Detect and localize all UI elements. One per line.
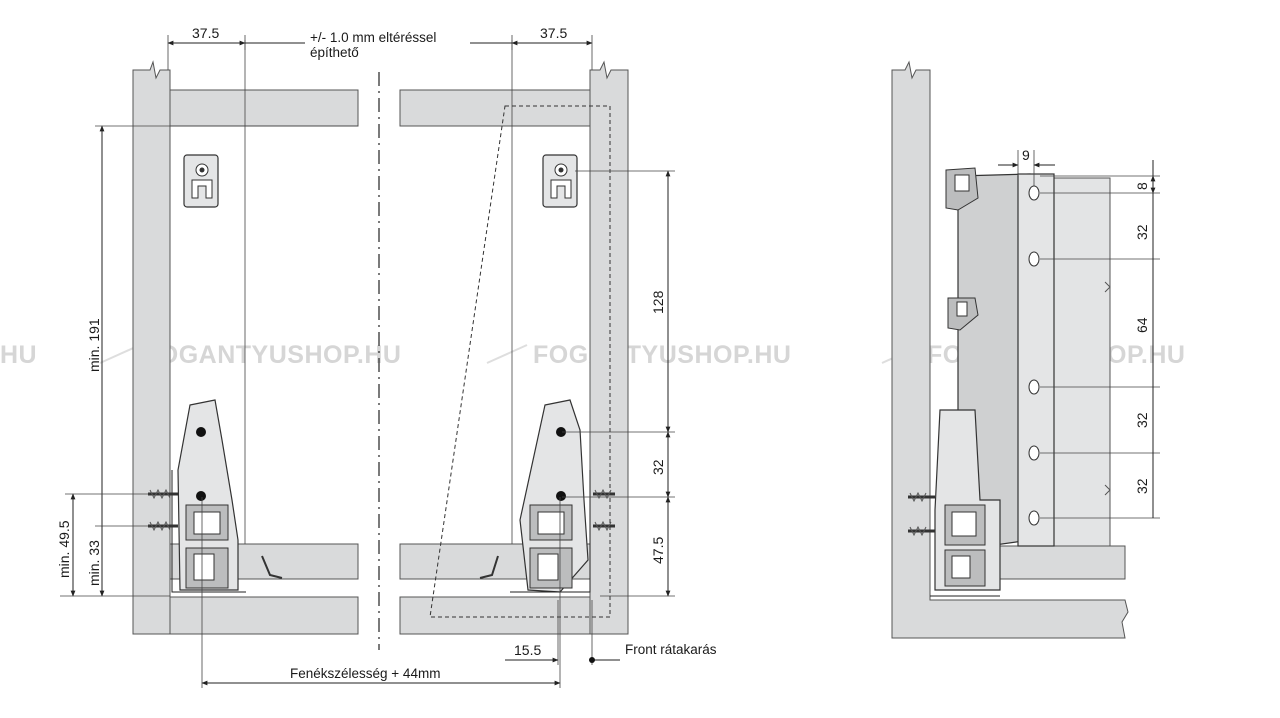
dim-min-191: min. 191 — [86, 318, 102, 372]
dim-top-right-37-5: 37.5 — [540, 25, 567, 41]
front-fitting-left — [148, 399, 283, 593]
cabinet-left-bottom — [169, 596, 359, 635]
dim-min-49-5: min. 49.5 — [56, 520, 72, 578]
tolerance-label-line1: +/- 1.0 mm eltéréssel — [310, 30, 436, 45]
cabinet-right-bottom — [399, 596, 611, 635]
tolerance-label-line2: építhető — [310, 45, 359, 60]
cabinet-left-wall — [132, 60, 171, 635]
dim-47-5: 47.5 — [650, 537, 666, 564]
watermark-fragment: HU — [0, 341, 37, 369]
dim-128: 128 — [650, 290, 666, 314]
front-fitting-right — [479, 399, 615, 593]
rear-bracket-left — [183, 154, 219, 208]
dim-15-5: 15.5 — [514, 642, 541, 658]
dim-9: 9 — [1022, 147, 1030, 163]
dim-64: 64 — [1134, 317, 1150, 333]
front-panel-outline — [429, 105, 611, 618]
drawer-back-panel — [1049, 177, 1111, 547]
drawer-left-side — [169, 89, 359, 127]
front-view: 37.5 37.5 +/- 1.0 mm eltéréssel építhető… — [56, 25, 717, 688]
dim-top-left-37-5: 37.5 — [192, 25, 219, 41]
watermark-1: FOGANTYUSHOP.HU — [143, 341, 401, 369]
dim-32-front: 32 — [650, 459, 666, 475]
rear-bracket-right — [542, 154, 578, 208]
drawer-bottom-panel — [999, 545, 1126, 580]
front-overlay-label: Front rátakarás — [625, 642, 717, 657]
dim-32-side-a: 32 — [1134, 224, 1150, 240]
side-mount-plate — [1017, 173, 1055, 547]
watermark-2: FOGANTYUSHOP.HU — [533, 341, 791, 369]
dim-32-side-c: 32 — [1134, 478, 1150, 494]
dim-min-33: min. 33 — [86, 540, 102, 586]
cabinet-right-wall — [589, 60, 629, 635]
dim-32-side-b: 32 — [1134, 412, 1150, 428]
cabinet-side-wall — [891, 60, 1129, 639]
side-view: 9 8 32 64 32 32 — [891, 60, 1160, 639]
bottom-width-label: Fenékszélesség + 44mm — [290, 666, 440, 681]
dim-8: 8 — [1134, 182, 1150, 190]
